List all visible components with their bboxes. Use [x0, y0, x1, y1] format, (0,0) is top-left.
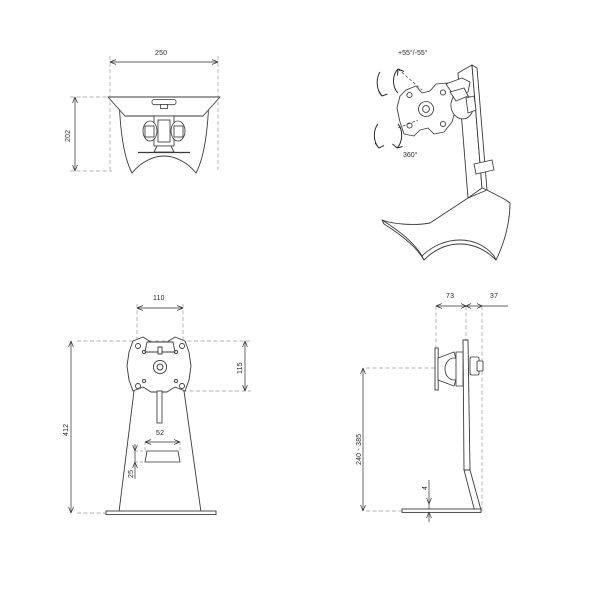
- dim-73-37-line: [435, 303, 508, 309]
- dim-240-385-line: [360, 367, 366, 512]
- dim-label-52: 52: [156, 430, 165, 437]
- dim-202-line: [72, 96, 78, 172]
- vesa-extension-lines: [77, 304, 251, 514]
- leader-lines: [397, 68, 423, 129]
- tilt-mechanism-3d: [445, 77, 477, 120]
- side-view: 73 37 240 - 385 4: [350, 290, 600, 540]
- dim-label-250: 250: [155, 50, 168, 57]
- isometric-view: +55°/-55° 360°: [370, 48, 560, 288]
- side-extension-lines: [366, 306, 483, 512]
- vesa-plate: [126, 336, 192, 393]
- base-foot-3d: [381, 189, 511, 261]
- column-rails: [156, 390, 163, 424]
- dim-52-line: [144, 439, 181, 451]
- dim-115-line: [242, 340, 248, 392]
- rotation-arc-arrows: [373, 123, 403, 149]
- dim-label-73: 73: [446, 293, 455, 300]
- dim-label-25: 25: [128, 469, 135, 478]
- dim-label-240-385: 240 - 385: [356, 433, 363, 465]
- dim-label-202: 202: [65, 129, 72, 142]
- dim-412-line: [68, 340, 74, 514]
- cable-clamp: [144, 450, 181, 463]
- dim-25-line: [132, 444, 147, 479]
- base-plate-side: [401, 508, 482, 513]
- tilt-arc-arrows: [376, 68, 405, 97]
- front-view-extension-lines: [70, 56, 219, 172]
- vesa-head-3d: [396, 82, 457, 137]
- front-vesa-view: 110 115 412 52 25: [55, 290, 310, 540]
- dim-label-110: 110: [153, 295, 165, 302]
- dim-label-37: 37: [490, 293, 499, 300]
- stand-side-profiles: [118, 390, 202, 513]
- dim-250-line: [109, 59, 219, 65]
- annotation-rotation-range: 360°: [403, 152, 418, 159]
- dim-4-line: [426, 480, 432, 522]
- annotation-tilt-range: +55°/-55°: [398, 50, 428, 57]
- locking-knob: [469, 356, 484, 376]
- dim-label-412: 412: [63, 423, 70, 436]
- cable-slot: [473, 159, 495, 175]
- base-plate: [105, 510, 217, 516]
- tilt-knob: [151, 99, 177, 109]
- dim-label-115: 115: [237, 362, 244, 374]
- front-view: 250 202: [40, 40, 260, 230]
- dim-110-line: [136, 305, 184, 311]
- pivot-neck: [138, 145, 190, 154]
- tilt-ball-joint: [437, 351, 464, 387]
- dim-label-4: 4: [422, 485, 429, 490]
